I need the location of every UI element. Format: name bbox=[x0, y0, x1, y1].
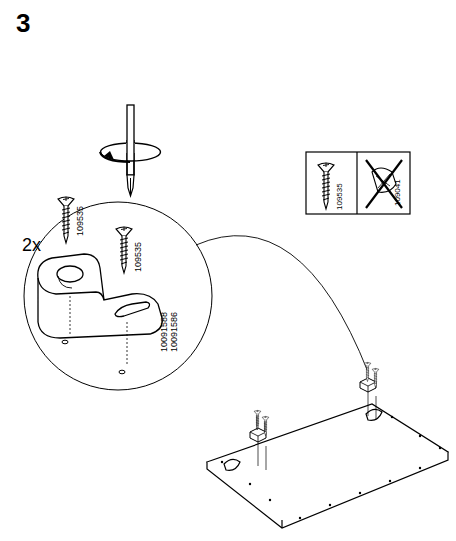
bracket-part bbox=[38, 254, 162, 338]
part-number: 109535 bbox=[134, 242, 143, 272]
panel bbox=[207, 404, 448, 528]
panel-brackets bbox=[250, 362, 379, 470]
part-number: 109041 bbox=[394, 179, 402, 206]
hole-mark bbox=[62, 340, 68, 344]
part-number: 109535 bbox=[76, 206, 85, 236]
hole-mark bbox=[119, 370, 125, 374]
part-number: 109535 bbox=[336, 183, 344, 210]
quantity: 2x bbox=[22, 236, 41, 254]
screwdriver bbox=[100, 105, 161, 196]
part-number: 10091586 bbox=[170, 312, 179, 352]
detail-circle bbox=[24, 202, 212, 390]
detail-leader bbox=[196, 236, 368, 372]
info-box bbox=[306, 152, 410, 214]
screw bbox=[116, 227, 132, 273]
step-number: 3 bbox=[16, 10, 30, 36]
screw bbox=[58, 197, 74, 243]
part-number: 10091588 bbox=[160, 312, 169, 352]
